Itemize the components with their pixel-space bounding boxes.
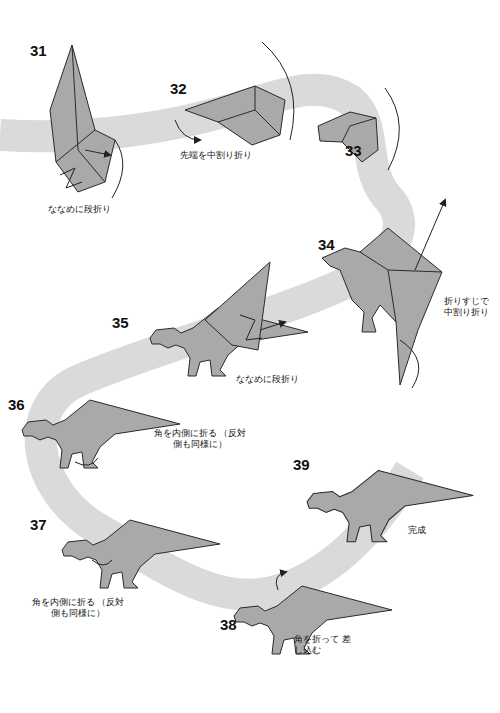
step-35-figure	[150, 262, 308, 376]
step-number: 34	[318, 236, 348, 255]
step-number: 35	[112, 314, 142, 333]
instruction-note: 角を内側に折る （反対側も同様に）	[150, 428, 250, 451]
instruction-note: 先端を中割り折り	[180, 150, 280, 161]
instruction-note: 完成	[408, 525, 448, 536]
instruction-note: 角を折って 差し込む	[294, 634, 356, 657]
step-number: 31	[30, 42, 60, 61]
step-31-figure	[50, 45, 123, 198]
instruction-note: 角を内側に折る （反対側も同様に）	[28, 597, 128, 620]
step-number: 32	[170, 80, 200, 99]
step-33-figure	[318, 88, 399, 170]
step-number: 33	[345, 142, 375, 161]
step-39-figure	[307, 470, 473, 541]
step-34-figure	[322, 200, 445, 388]
instruction-note: 折りすじで 中割り折り	[444, 296, 496, 319]
step-number: 38	[220, 616, 250, 635]
instruction-note: ななめに段折り	[236, 374, 326, 385]
step-32-figure	[175, 42, 294, 145]
step-37-figure	[62, 520, 220, 588]
step-number: 36	[8, 396, 38, 415]
step-number: 37	[30, 516, 60, 535]
step-number: 39	[293, 456, 323, 475]
instruction-note: ななめに段折り	[48, 204, 138, 215]
